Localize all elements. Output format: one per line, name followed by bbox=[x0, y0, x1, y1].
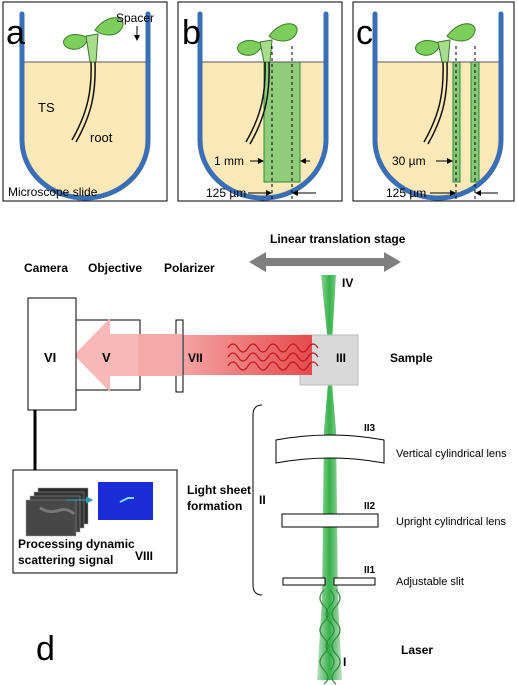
objective-label: Objective bbox=[88, 261, 142, 275]
root-line bbox=[423, 61, 444, 143]
panel-a-letter: a bbox=[6, 14, 25, 52]
tube-wall bbox=[372, 11, 504, 201]
light-sheet-thin bbox=[452, 61, 461, 183]
ts-label: TS bbox=[38, 100, 55, 115]
camera-box bbox=[27, 297, 77, 411]
sample-label: Sample bbox=[390, 351, 433, 365]
cotyledon-right bbox=[94, 17, 124, 36]
upright-cylindrical-lens bbox=[281, 513, 379, 528]
light-sheet-label-2: formation bbox=[187, 499, 242, 513]
laser-wave bbox=[325, 589, 335, 671]
light-sheet-label-1: Light sheet bbox=[187, 483, 251, 497]
seedling bbox=[415, 23, 476, 145]
tube-wall bbox=[197, 11, 329, 201]
root-line bbox=[245, 61, 266, 143]
beam-connector bbox=[138, 334, 182, 376]
slit-width-label: 125 µm bbox=[386, 186, 426, 200]
polarizer-label: Polarizer bbox=[164, 261, 215, 275]
label-II1: II1 bbox=[364, 565, 376, 576]
seedling bbox=[63, 17, 124, 143]
panel-a: a Spacer TS root Microscope slide bbox=[2, 1, 168, 202]
tube-medium bbox=[200, 62, 326, 198]
vertical-lens-label: Vertical cylindrical lens bbox=[396, 448, 507, 460]
processed-image bbox=[98, 482, 153, 520]
label-I: I bbox=[343, 655, 346, 669]
tube-medium bbox=[22, 62, 148, 198]
hypocotyl bbox=[437, 39, 451, 63]
laser-label: Laser bbox=[401, 643, 433, 657]
sheet-width-label: 1 mm bbox=[214, 154, 244, 168]
root-line-2 bbox=[427, 61, 448, 145]
label-III: III bbox=[336, 351, 346, 365]
light-sheet-thin bbox=[470, 61, 480, 183]
light-sheet-bracket bbox=[252, 404, 263, 596]
panel-b-letter: b bbox=[182, 14, 201, 52]
slit-blade-left bbox=[282, 577, 326, 586]
processing-label-1: Processing dynamic bbox=[18, 537, 135, 551]
panel-b: b 1 mm 125 µm bbox=[177, 1, 343, 202]
label-IV: IV bbox=[342, 276, 353, 290]
tube-wall bbox=[19, 11, 151, 201]
scatter-wave bbox=[227, 352, 319, 362]
label-VI: VI bbox=[44, 350, 56, 365]
panel-c-letter: c bbox=[356, 14, 373, 52]
cotyledon-right bbox=[268, 23, 298, 42]
frame-image bbox=[25, 499, 77, 537]
objective-arrow bbox=[74, 318, 150, 392]
root-line-2 bbox=[75, 61, 96, 143]
label-II3: II3 bbox=[364, 423, 376, 434]
spacer-label: Spacer bbox=[116, 11, 154, 25]
scatter-wave bbox=[227, 343, 319, 353]
seedling bbox=[237, 23, 298, 145]
label-VIII: VIII bbox=[135, 549, 153, 563]
cotyledon-left bbox=[415, 40, 441, 56]
laser-wave bbox=[319, 589, 329, 685]
hypocotyl bbox=[259, 39, 273, 63]
light-sheet bbox=[263, 61, 301, 183]
hypocotyl bbox=[85, 33, 99, 63]
scatter-wave bbox=[227, 361, 319, 371]
stage-label: Linear translation stage bbox=[270, 232, 406, 246]
root-line bbox=[71, 61, 92, 141]
slit-label: Adjustable slit bbox=[396, 576, 464, 588]
slit-width-label: 125 µm bbox=[206, 186, 246, 200]
camera-label: Camera bbox=[24, 261, 68, 275]
sheet-width-label: 30 µm bbox=[392, 154, 426, 168]
upright-lens-label: Upright cylindrical lens bbox=[396, 516, 507, 528]
tube-medium bbox=[375, 62, 501, 198]
translation-stage-arrow bbox=[249, 252, 401, 272]
label-VII: VII bbox=[188, 351, 203, 365]
slide-label: Microscope slide bbox=[8, 185, 98, 199]
processed-signal bbox=[119, 497, 134, 503]
vertical-cylindrical-lens bbox=[275, 434, 385, 464]
label-II2: II2 bbox=[364, 501, 376, 512]
image-stack bbox=[25, 487, 89, 537]
panel-d-letter: d bbox=[36, 630, 55, 668]
root-line-2 bbox=[249, 61, 270, 145]
frame-texture bbox=[39, 506, 76, 516]
label-V: V bbox=[102, 350, 111, 365]
cotyledon-left bbox=[63, 34, 89, 50]
cotyledon-right bbox=[446, 23, 476, 42]
laser-wave bbox=[331, 589, 341, 685]
processing-label-2: scattering signal bbox=[18, 553, 113, 567]
root-label: root bbox=[90, 130, 113, 145]
label-II: II bbox=[259, 493, 266, 507]
cotyledon-left bbox=[237, 40, 263, 56]
panel-d: Linear translation stage Camera Objectiv… bbox=[12, 232, 507, 685]
panel-c: c 30 µm 125 µm bbox=[352, 1, 515, 202]
slit-blade-right bbox=[333, 577, 376, 586]
